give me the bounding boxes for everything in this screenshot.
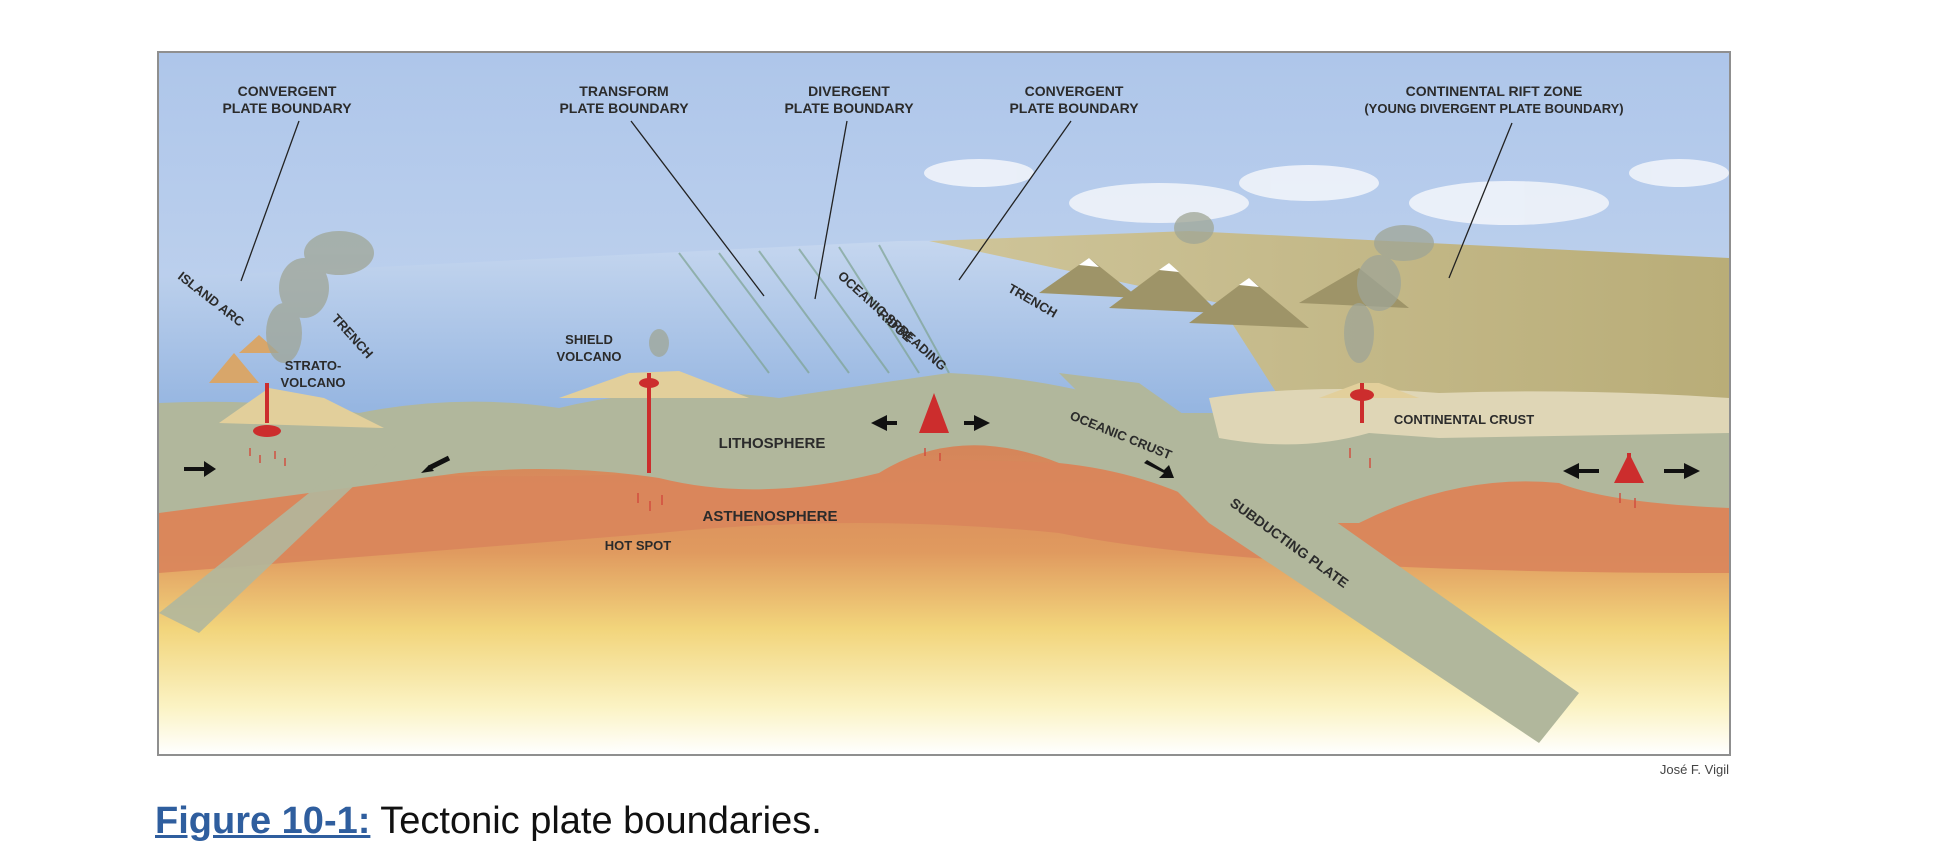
image-credit: José F. Vigil [1659,762,1729,777]
tectonic-diagram: CONVERGENT PLATE BOUNDARY TRANSFORM PLAT… [157,51,1731,756]
magma-drops [249,448,1636,511]
label-asthenosphere: ASTHENOSPHERE [702,508,837,525]
label-shield-2: VOLCANO [557,349,622,364]
subducting-plate [1059,373,1579,743]
label-rift-1: CONTINENTAL RIFT ZONE [1406,83,1583,99]
left-subducting-slab [159,443,399,633]
label-rift-2: (YOUNG DIVERGENT PLATE BOUNDARY) [1364,101,1623,116]
label-divergent-1: DIVERGENT [808,83,890,99]
label-lithosphere: LITHOSPHERE [719,435,826,452]
label-convergent-right-2: PLATE BOUNDARY [1009,100,1139,116]
continent-surface [929,231,1729,428]
label-convergent-left-1: CONVERGENT [238,83,337,99]
label-shield-1: SHIELD [565,332,613,347]
leader-lines [240,120,1513,300]
label-strato-1: STRATO- [285,358,342,373]
lithosphere [159,373,1729,523]
island-arc-volcano [209,353,259,383]
motion-arrows [184,415,1700,479]
label-continental-crust: CONTINENTAL CRUST [1394,412,1534,427]
continental-crust [1209,389,1729,445]
hot-spot-plume [559,633,739,754]
label-strato-2: VOLCANO [281,375,346,390]
ridge-fractures [678,244,950,374]
figure-caption: Figure 10-1: Tectonic plate boundaries. [155,800,822,843]
clouds [924,159,1729,225]
smoke-plumes [266,212,1434,363]
figure-link[interactable]: Figure 10-1: [155,800,371,842]
label-transform-1: TRANSFORM [579,83,668,99]
snow-caps [1079,258,1259,287]
caption-text: Tectonic plate boundaries. [370,800,822,842]
label-convergent-right-1: CONVERGENT [1025,83,1124,99]
diagram-canvas: CONVERGENT PLATE BOUNDARY TRANSFORM PLAT… [159,53,1729,754]
magma-chambers [253,378,1644,483]
label-transform-2: PLATE BOUNDARY [559,100,689,116]
strato-volcano-cone [219,388,384,428]
label-convergent-left-2: PLATE BOUNDARY [222,100,352,116]
label-hot-spot: HOT SPOT [605,538,672,553]
label-divergent-2: PLATE BOUNDARY [784,100,914,116]
